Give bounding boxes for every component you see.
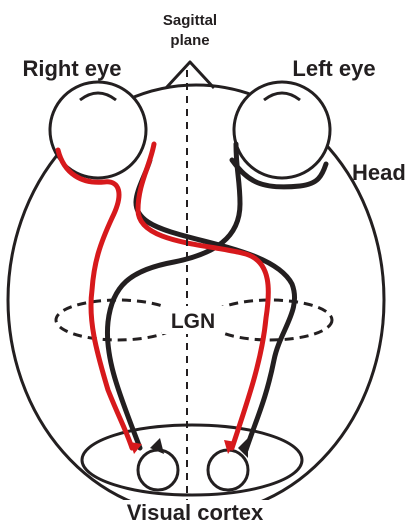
- left-eye-label: Left eye: [292, 56, 375, 81]
- left-visual-cortex: [208, 450, 248, 490]
- red-pathway: [58, 144, 268, 448]
- sagittal-plane-label-line1: Sagittal: [163, 12, 217, 29]
- visual-cortex-region: [82, 425, 302, 495]
- sagittal-plane-label-line2: plane: [170, 32, 209, 49]
- red-fiber-right-eye-nasal: [138, 144, 268, 448]
- right-lgn: [56, 300, 180, 340]
- lgn-label: LGN: [171, 310, 215, 333]
- right-visual-cortex: [138, 450, 178, 490]
- right-eye-label: Right eye: [22, 56, 121, 81]
- black-fiber-left-eye-to-right-cortex: [107, 144, 240, 448]
- left-eye-globe: [234, 82, 330, 178]
- visual-cortex-label: Visual cortex: [127, 500, 264, 525]
- head-label: Head: [352, 160, 406, 185]
